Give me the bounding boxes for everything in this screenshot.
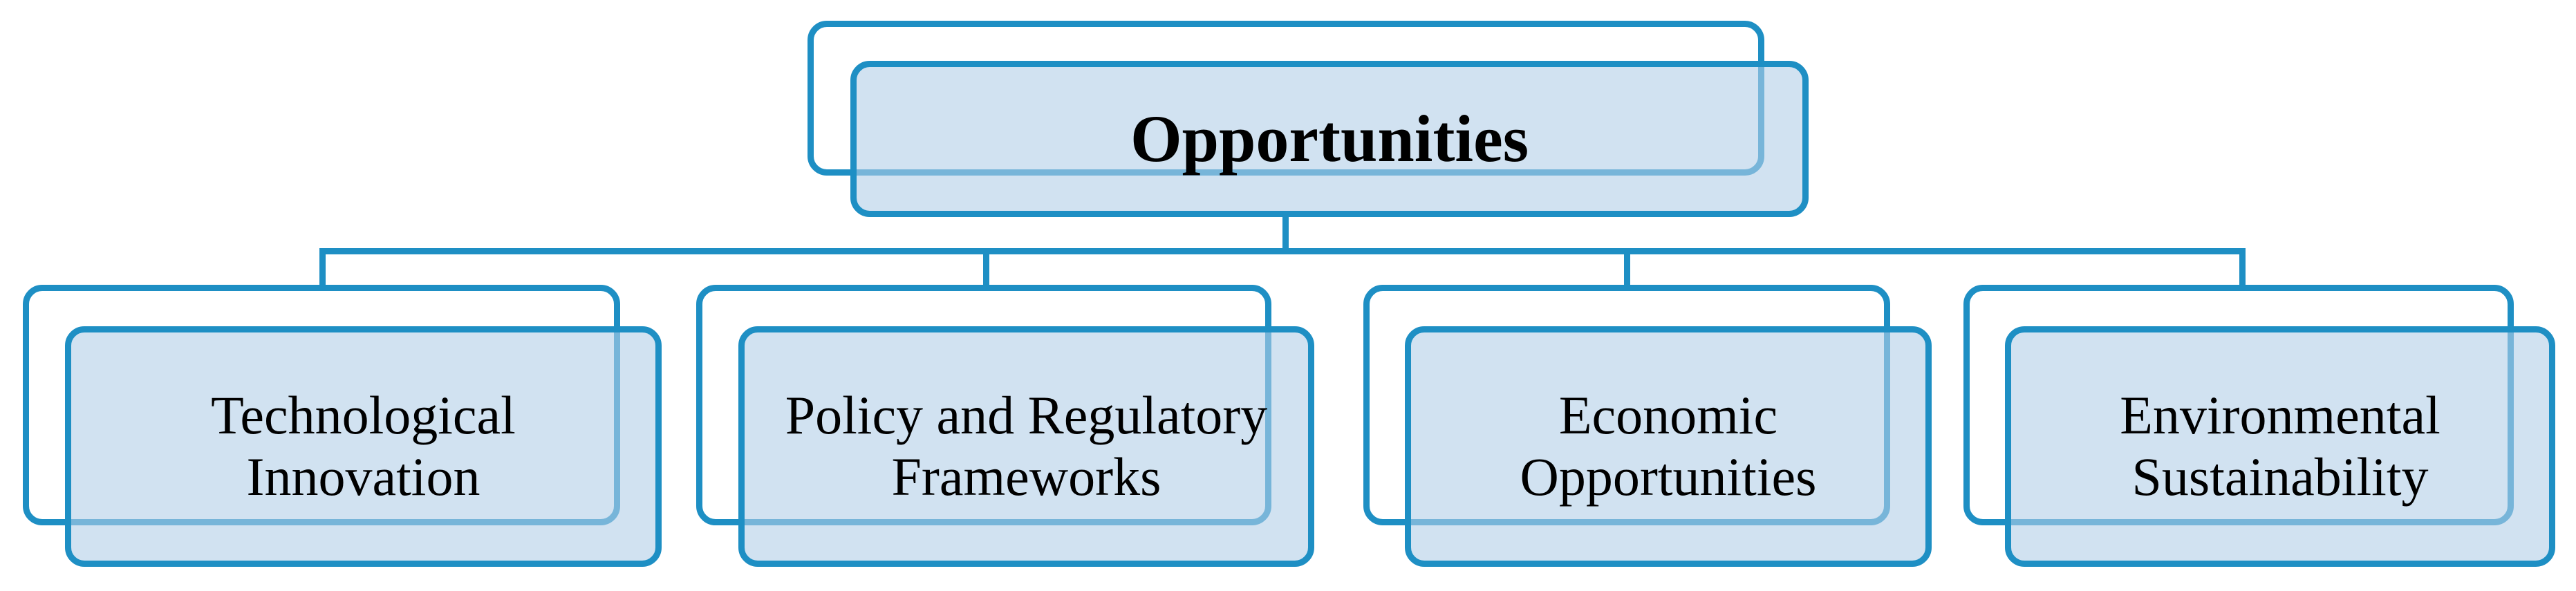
child-4-connector bbox=[2239, 248, 2246, 288]
child-node-economic-opportunities: Economic Opportunities bbox=[1363, 285, 1932, 567]
child-3-connector bbox=[1624, 248, 1630, 288]
root-label: Opportunities bbox=[1130, 102, 1529, 176]
child-node-technological-innovation: Technological Innovation bbox=[23, 285, 662, 567]
child-node-policy-regulatory-frameworks: Policy and Regulatory Frameworks bbox=[696, 285, 1314, 567]
child-1-box: Technological Innovation bbox=[65, 326, 662, 567]
child-2-connector bbox=[983, 248, 989, 288]
horizontal-bus-connector bbox=[319, 248, 2246, 254]
child-1-label: Technological Innovation bbox=[211, 385, 516, 507]
child-2-label: Policy and Regulatory Frameworks bbox=[785, 385, 1268, 507]
root-node: Opportunities bbox=[808, 21, 1809, 217]
child-node-environmental-sustainability: Environmental Sustainability bbox=[1963, 285, 2555, 567]
child-4-box: Environmental Sustainability bbox=[2005, 326, 2555, 567]
child-4-label: Environmental Sustainability bbox=[2120, 385, 2440, 507]
root-box: Opportunities bbox=[850, 61, 1809, 217]
child-1-connector bbox=[319, 248, 326, 288]
root-stem-connector bbox=[1282, 216, 1289, 253]
child-3-box: Economic Opportunities bbox=[1405, 326, 1932, 567]
child-3-label: Economic Opportunities bbox=[1520, 385, 1817, 507]
child-2-box: Policy and Regulatory Frameworks bbox=[738, 326, 1314, 567]
